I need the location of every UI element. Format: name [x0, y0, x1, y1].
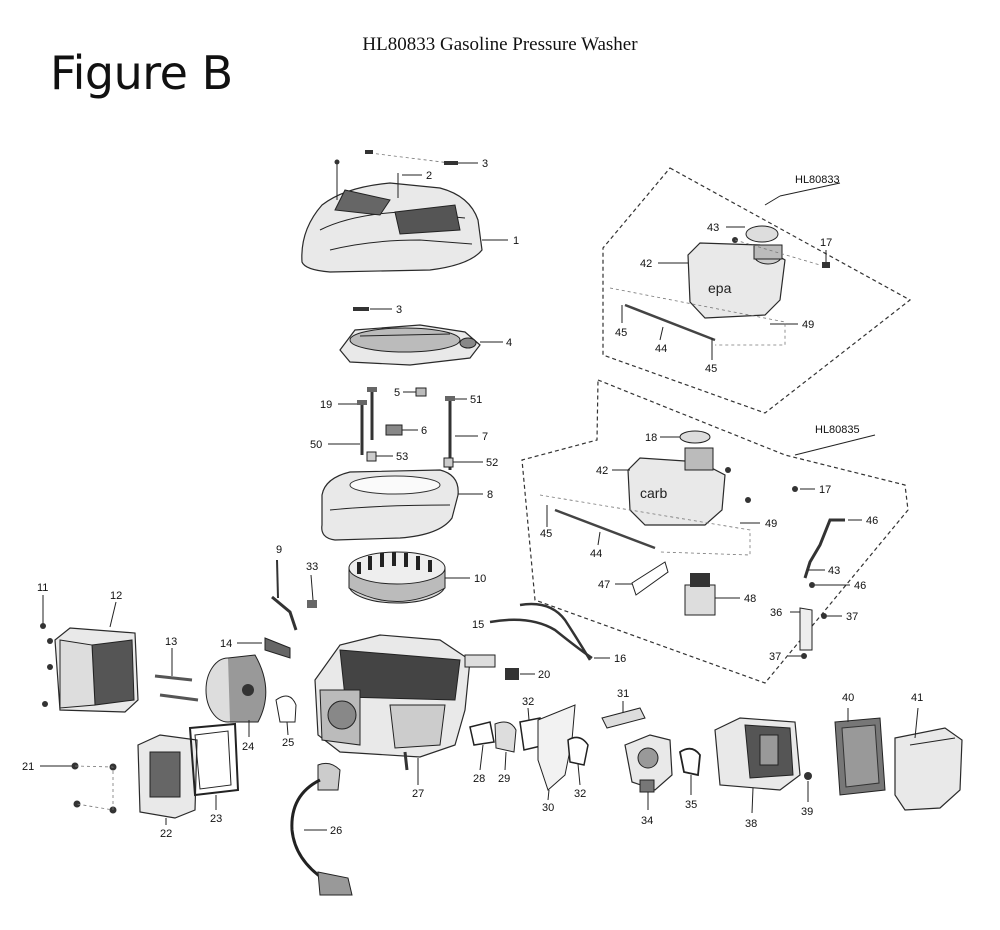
part-number: 6: [421, 425, 427, 437]
part-number: 3: [396, 304, 402, 316]
part-number: 27: [412, 788, 424, 800]
part-number: 45: [705, 363, 717, 375]
figure-label: Figure B: [50, 46, 233, 100]
part-number: 29: [498, 773, 510, 785]
part-number: 28: [473, 773, 485, 785]
part-number: 43: [828, 565, 840, 577]
part-number: 4: [506, 337, 512, 349]
part-number: 35: [685, 799, 697, 811]
part-number: 37: [846, 611, 858, 623]
part-number: 53: [396, 451, 408, 463]
part-number: 24: [242, 741, 254, 753]
part-number: 5: [394, 387, 400, 399]
part-number: 42: [596, 465, 608, 477]
part-number: 49: [765, 518, 777, 530]
tank-label-carb: carb: [640, 485, 667, 501]
part-number: 26: [330, 825, 342, 837]
part-number: 43: [707, 222, 719, 234]
evap-canister-part: [684, 573, 716, 616]
part-number: 34: [641, 815, 653, 827]
part-number: 17: [820, 237, 832, 249]
part-number: 20: [538, 669, 550, 681]
exhaust-cover-part: [137, 734, 198, 819]
part-number: 44: [655, 343, 667, 355]
blower-housing-part: [321, 469, 459, 541]
part-number: 40: [842, 692, 854, 704]
part-number: 2: [426, 170, 432, 182]
air-filter-cover-part: [894, 727, 963, 811]
part-number: 14: [220, 638, 232, 650]
part-number: 21: [22, 761, 34, 773]
carburetor-part: [624, 734, 673, 793]
part-number: 9: [276, 544, 282, 556]
part-number: 33: [306, 561, 318, 573]
part-number: 7: [482, 431, 488, 443]
part-number-labels: 3 2 1 3 4 5 19 51 6 7 50 53 52 8 9 33 10…: [22, 158, 923, 840]
part-number: 30: [542, 802, 554, 814]
tank-label-epa: epa: [708, 280, 732, 296]
hl80835-group-outline: [521, 379, 909, 684]
part-number: 52: [486, 457, 498, 469]
part-number: 32: [574, 788, 586, 800]
part-number: 46: [866, 515, 878, 527]
part-number: 37: [769, 651, 781, 663]
air-filter-base-part: [714, 717, 801, 791]
part-number: 32: [522, 696, 534, 708]
part-number: 19: [320, 399, 332, 411]
part-number: 48: [744, 593, 756, 605]
part-number: 41: [911, 692, 923, 704]
part-number: 51: [470, 394, 482, 406]
part-number: 31: [617, 688, 629, 700]
part-number: 36: [770, 607, 782, 619]
part-number: 3: [482, 158, 488, 170]
part-number: 13: [165, 636, 177, 648]
air-shroud-part: [205, 654, 267, 723]
part-number: 10: [474, 573, 486, 585]
fuel-tank-epa-part: epa: [687, 225, 786, 319]
part-number: 39: [801, 806, 813, 818]
part-number: 45: [540, 528, 552, 540]
part-number: 44: [590, 548, 602, 560]
recoil-starter-part: [339, 324, 481, 366]
part-number: 42: [640, 258, 652, 270]
part-number: 8: [487, 489, 493, 501]
part-number: 18: [645, 432, 657, 444]
air-filter-element-part: [834, 717, 886, 796]
page-title: HL80833 Gasoline Pressure Washer: [362, 34, 638, 55]
fuel-tank-carb-part: carb: [627, 430, 726, 526]
part-number: 49: [802, 319, 814, 331]
part-number: 15: [472, 619, 484, 631]
group-label-hl80833: HL80833: [795, 174, 840, 186]
ignition-coil-part: [290, 762, 353, 896]
part-number: 23: [210, 813, 222, 825]
flywheel-part: [348, 551, 446, 604]
part-number: 22: [160, 828, 172, 840]
group-label-hl80835: HL80835: [815, 424, 860, 436]
muffler-part: [54, 627, 139, 713]
part-number: 17: [819, 484, 831, 496]
part-number: 46: [854, 580, 866, 592]
part-number: 1: [513, 235, 519, 247]
part-number: 11: [37, 582, 48, 594]
part-number: 45: [615, 327, 627, 339]
engine-cover-part: [301, 182, 483, 273]
part-number: 38: [745, 818, 757, 830]
engine-block-part: [314, 634, 496, 771]
part-number: 16: [614, 653, 626, 665]
part-number: 50: [310, 439, 322, 451]
part-number: 25: [282, 737, 294, 749]
part-number: 47: [598, 579, 610, 591]
part-number: 12: [110, 590, 122, 602]
